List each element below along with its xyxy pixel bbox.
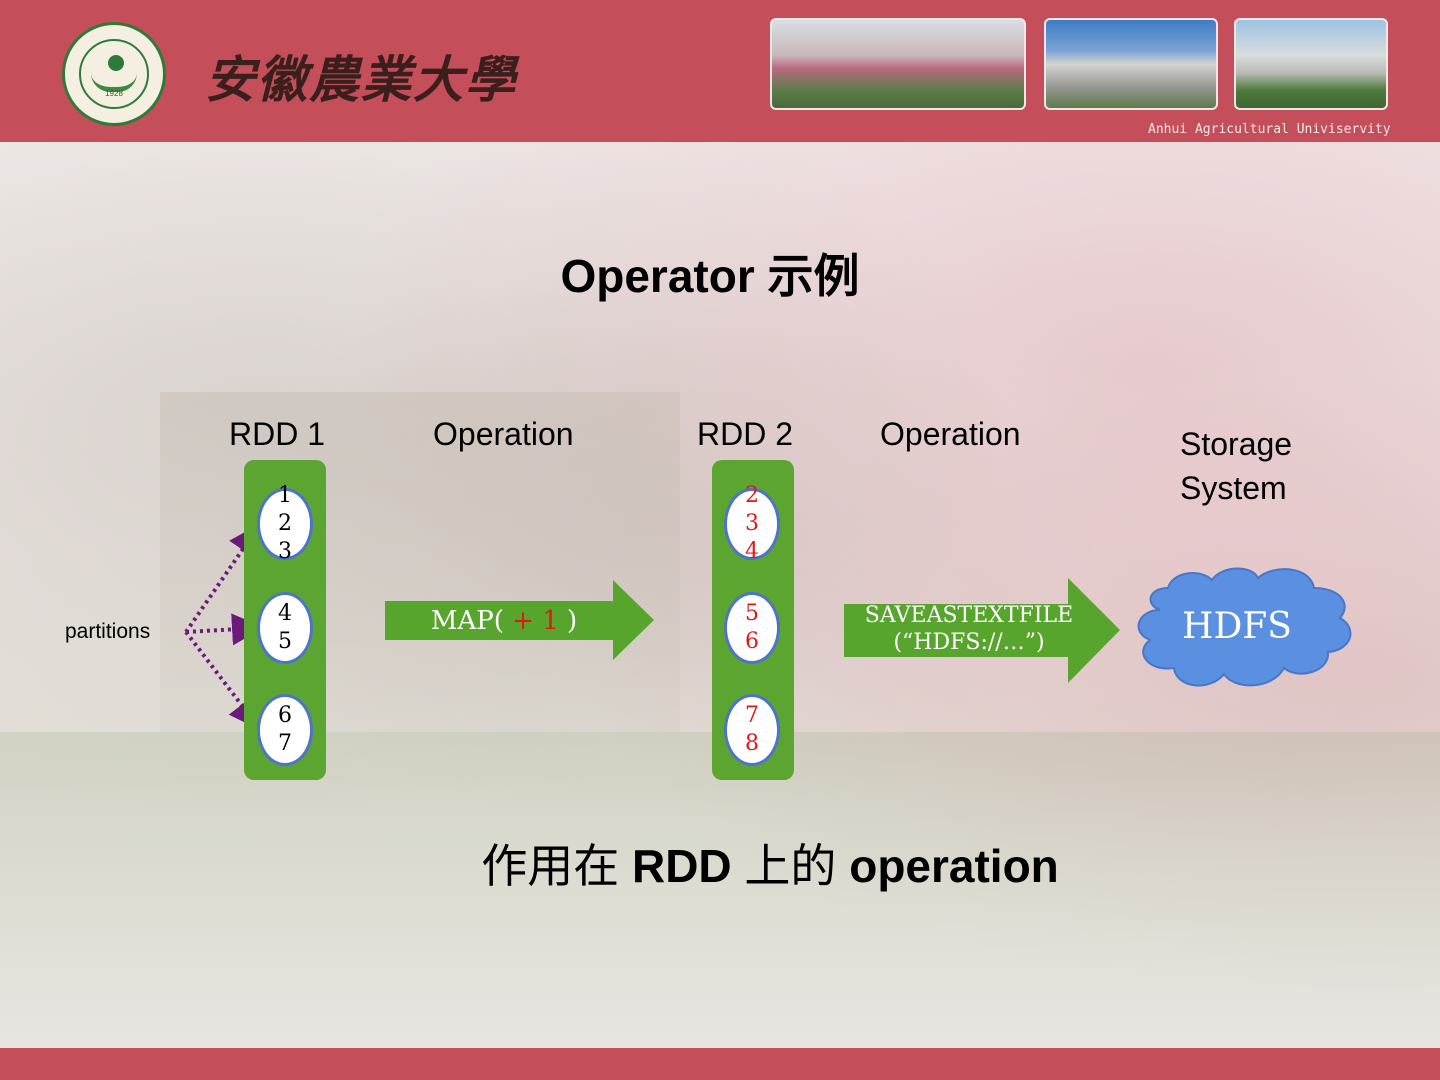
- slide-title: Operator 示例: [560, 250, 860, 302]
- save-operation-line1: SAVEASTEXTFILE: [864, 603, 1074, 628]
- rdd2-container: 2 3 4 5 6 7 8: [712, 460, 794, 780]
- rdd1-container: 1 2 3 4 5 6 7: [244, 460, 326, 780]
- header-banner: 1928 安徽農業大學 Anhui Agricultural Univiserv…: [0, 0, 1440, 142]
- label-partitions: partitions: [65, 620, 151, 643]
- label-rdd1: RDD 1: [229, 416, 326, 452]
- save-operation-line2: (“HDFS://…”): [893, 630, 1045, 655]
- university-name: 安徽農業大學: [205, 50, 517, 109]
- logo-year: 1928: [105, 89, 123, 98]
- rdd1-partition-1: 1 2 3: [257, 483, 313, 564]
- rdd1-partition-3: 6 7: [257, 694, 313, 766]
- campus-photo-3: [1234, 18, 1388, 110]
- rdd1-partition-2: 4 5: [257, 592, 313, 664]
- pointer-arrow-bottom: [184, 630, 261, 731]
- background-plaza: [0, 732, 1440, 1048]
- university-tagline: Anhui Agricultural Univiservity: [1148, 122, 1391, 137]
- university-logo: 1928: [62, 22, 166, 126]
- save-arrow-shape: [844, 578, 1120, 683]
- label-operation-2: Operation: [880, 416, 1021, 452]
- label-rdd2: RDD 2: [697, 416, 794, 452]
- map-operation-label: MAP( + 1 ): [430, 606, 578, 636]
- label-storage-system: Storage System: [1180, 422, 1292, 510]
- hdfs-cloud-shape: [1137, 567, 1352, 687]
- label-operation-1: Operation: [433, 416, 574, 452]
- rdd2-partition-3: 7 8: [724, 694, 780, 766]
- campus-photo-2: [1044, 18, 1218, 110]
- rdd2-partition-1: 2 3 4: [724, 483, 780, 564]
- footer-bar: [0, 1048, 1440, 1080]
- hdfs-label: HDFS: [1182, 606, 1292, 647]
- slide-subtitle: 作用在 RDD 上的 operation: [481, 840, 1059, 892]
- map-arrow-shape: [385, 580, 654, 660]
- label-storage-line2: System: [1180, 470, 1287, 506]
- campus-photo-1: [770, 18, 1026, 110]
- save-operation-label: SAVEASTEXTFILE (“HDFS://…”): [844, 602, 1094, 656]
- label-storage-line1: Storage: [1180, 426, 1293, 462]
- rdd2-partition-2: 5 6: [724, 592, 780, 664]
